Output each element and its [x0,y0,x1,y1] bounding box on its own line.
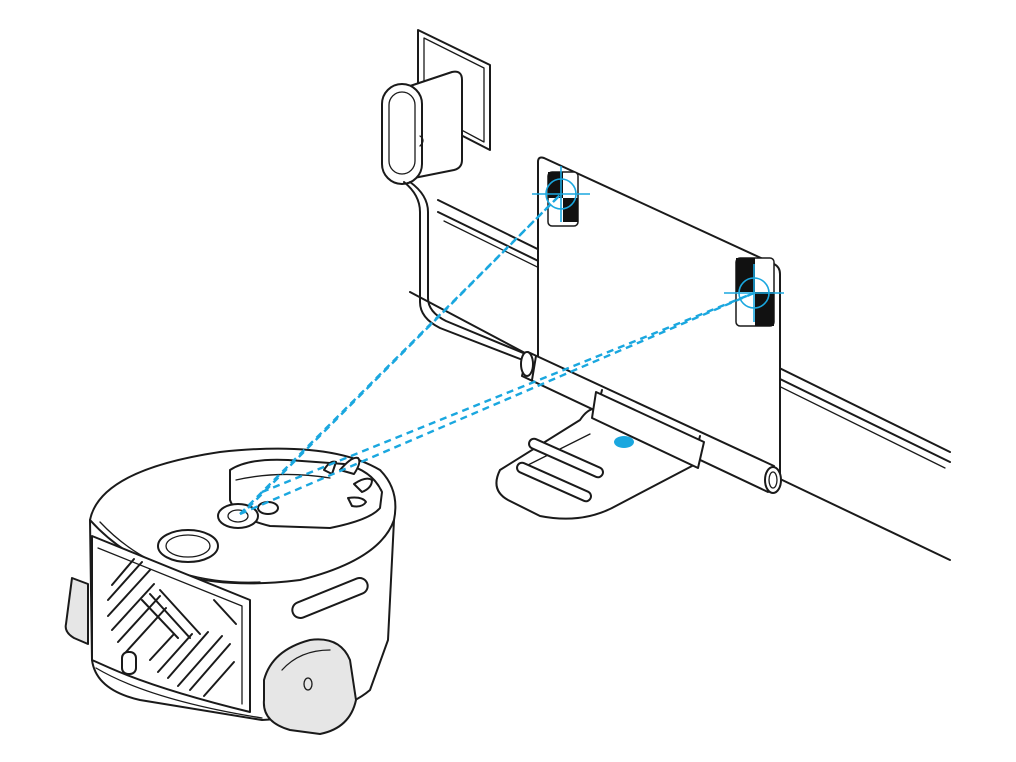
target-board [537,156,781,477]
status-light [614,436,634,448]
robot-vacuum-icon [64,447,397,735]
alignment-target-icon [724,264,784,322]
beam-to-lower-target-2 [261,291,755,494]
camera-beams [239,193,755,516]
power-cable [403,181,529,363]
front-grille [107,558,237,697]
beam-to-lower-target [239,291,755,516]
power-adapter-icon [381,70,463,185]
dock-arm [520,351,782,494]
camera-sensor-icon [217,501,279,529]
beam-to-upper-target-2 [247,193,562,509]
alignment-target-icon [532,166,590,222]
